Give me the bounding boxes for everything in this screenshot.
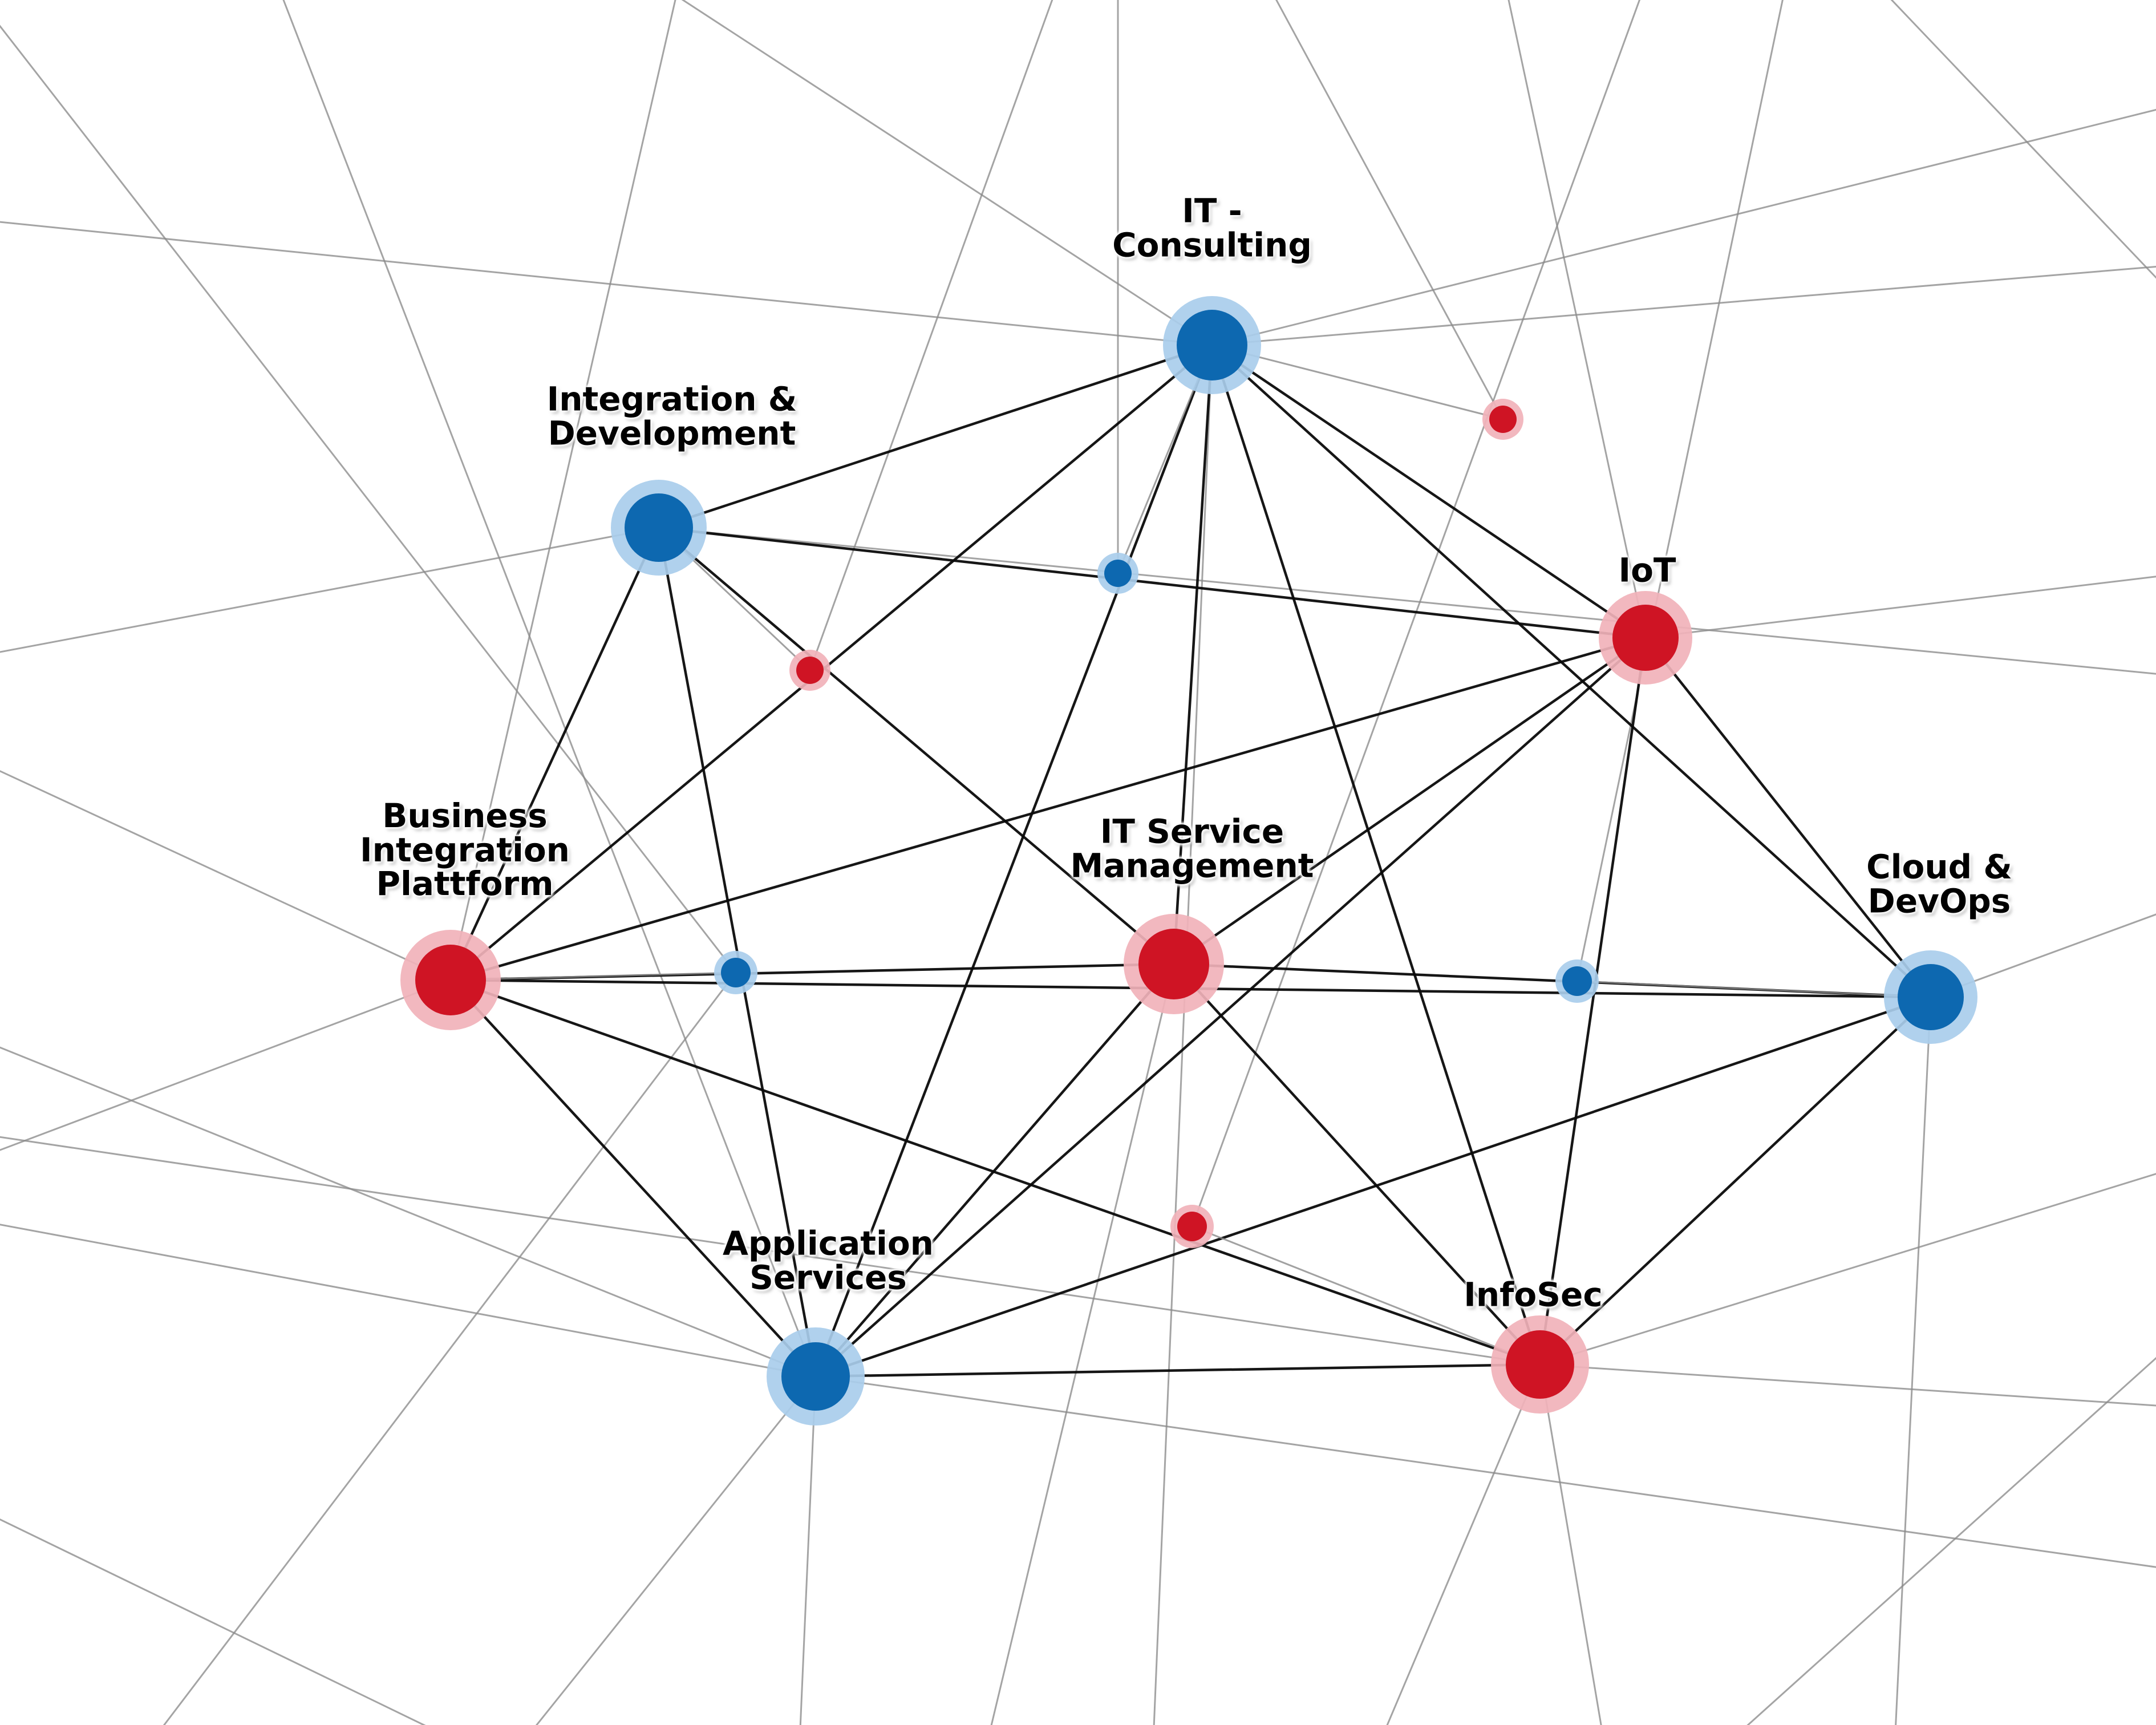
node-core[interactable]: [781, 1342, 850, 1411]
node-core[interactable]: [1506, 1330, 1574, 1399]
background-edge: [1645, 576, 2156, 639]
graph-edge: [1210, 345, 1542, 1365]
graph-node-infosec[interactable]: [1491, 1315, 1589, 1414]
background-edge: [658, 527, 2156, 675]
graph-edge: [1211, 344, 1503, 420]
node-core[interactable]: [1104, 560, 1132, 587]
graph-node-small-red-upper[interactable]: [1482, 399, 1523, 440]
background-edge: [815, 1375, 2156, 1568]
background-edge: [1539, 1363, 2156, 1407]
graph-edge: [450, 978, 1541, 1366]
background-edge: [1507, 0, 1647, 638]
background-edge: [0, 527, 659, 653]
background-edge: [0, 1046, 816, 1378]
graph-node-cloud-devops[interactable]: [1884, 950, 1977, 1044]
background-edge: [1895, 997, 1932, 1725]
background-edge: [0, 979, 451, 1151]
graph-edge: [658, 526, 1646, 639]
graph-edge: [815, 1363, 1541, 1378]
background-edge: [0, 770, 451, 981]
background-edge: [1386, 1364, 1541, 1725]
node-core[interactable]: [1138, 929, 1209, 999]
graph-node-small-red-left[interactable]: [789, 650, 830, 691]
graph-edge: [1538, 637, 1647, 1365]
background-edge: [1211, 265, 2156, 346]
background-edge: [0, 1136, 1541, 1366]
background-edge: [1539, 1364, 1602, 1725]
background-edge: [1539, 1173, 2156, 1366]
graph-edge: [1211, 344, 1932, 998]
graph-node-small-blue-left[interactable]: [714, 951, 757, 994]
node-core[interactable]: [796, 657, 824, 684]
node-core[interactable]: [1177, 1212, 1207, 1241]
background-edge: [449, 0, 676, 981]
background-edge: [1275, 0, 1504, 420]
graph-edge: [450, 636, 1646, 982]
graph-node-integration-dev[interactable]: [611, 480, 707, 576]
background-edge: [0, 1518, 426, 1725]
background-edge: [681, 0, 1213, 346]
background-edge: [1890, 0, 2156, 279]
background-edge: [1153, 345, 1213, 1725]
graph-edge: [815, 995, 1931, 1378]
background-edge: [1930, 913, 2156, 998]
background-edge: [163, 972, 737, 1725]
graph-node-small-blue-right[interactable]: [1555, 959, 1599, 1003]
graph-node-application-services[interactable]: [767, 1327, 865, 1426]
graph-edge: [449, 344, 1213, 981]
graph-node-it-service-mgmt[interactable]: [1124, 914, 1224, 1014]
background-edge: [1576, 0, 1784, 982]
node-layer: [400, 296, 1977, 1426]
graph-edge: [658, 527, 1175, 965]
graph-edge: [1539, 996, 1932, 1366]
background-edge: [535, 1376, 817, 1725]
graph-edge: [814, 345, 1214, 1377]
graph-node-small-blue-upper[interactable]: [1097, 553, 1138, 594]
background-edge: [1746, 1356, 2156, 1725]
graph-edge: [1173, 637, 1647, 965]
node-core[interactable]: [721, 958, 751, 987]
node-core[interactable]: [1489, 406, 1517, 433]
graph-node-it-consulting[interactable]: [1163, 296, 1261, 394]
graph-edge: [814, 637, 1647, 1378]
background-edge: [809, 0, 1053, 671]
graph-edge: [1211, 344, 1647, 639]
background-edge: [1191, 0, 1641, 1227]
graph-edge: [814, 963, 1175, 1378]
background-edge: [0, 1224, 816, 1378]
node-core[interactable]: [1177, 310, 1247, 380]
graph-edge: [1192, 1225, 1541, 1366]
node-core[interactable]: [1562, 966, 1592, 996]
node-core[interactable]: [625, 493, 693, 562]
background-edge: [282, 0, 817, 1377]
graph-node-iot[interactable]: [1599, 591, 1692, 685]
graph-edge: [1172, 345, 1214, 965]
node-core[interactable]: [415, 945, 486, 1015]
graph-edge: [449, 527, 660, 981]
graph-edge: [1644, 637, 1932, 998]
graph-edge: [449, 979, 817, 1378]
node-core[interactable]: [1898, 964, 1964, 1030]
graph-edge: [1173, 963, 1541, 1366]
edge-layer: [449, 343, 1932, 1378]
graph-node-business-int-platform[interactable]: [400, 930, 501, 1030]
background-edge: [990, 963, 1175, 1725]
graph-edge: [658, 343, 1213, 529]
graph-node-small-red-lower[interactable]: [1170, 1205, 1214, 1248]
graph-edge: [1577, 980, 1931, 998]
background-edge: [1211, 108, 2156, 346]
background-edge: [0, 25, 737, 973]
node-core[interactable]: [1612, 605, 1679, 671]
background-edge: [799, 1376, 817, 1725]
background-edge: [0, 221, 1213, 346]
